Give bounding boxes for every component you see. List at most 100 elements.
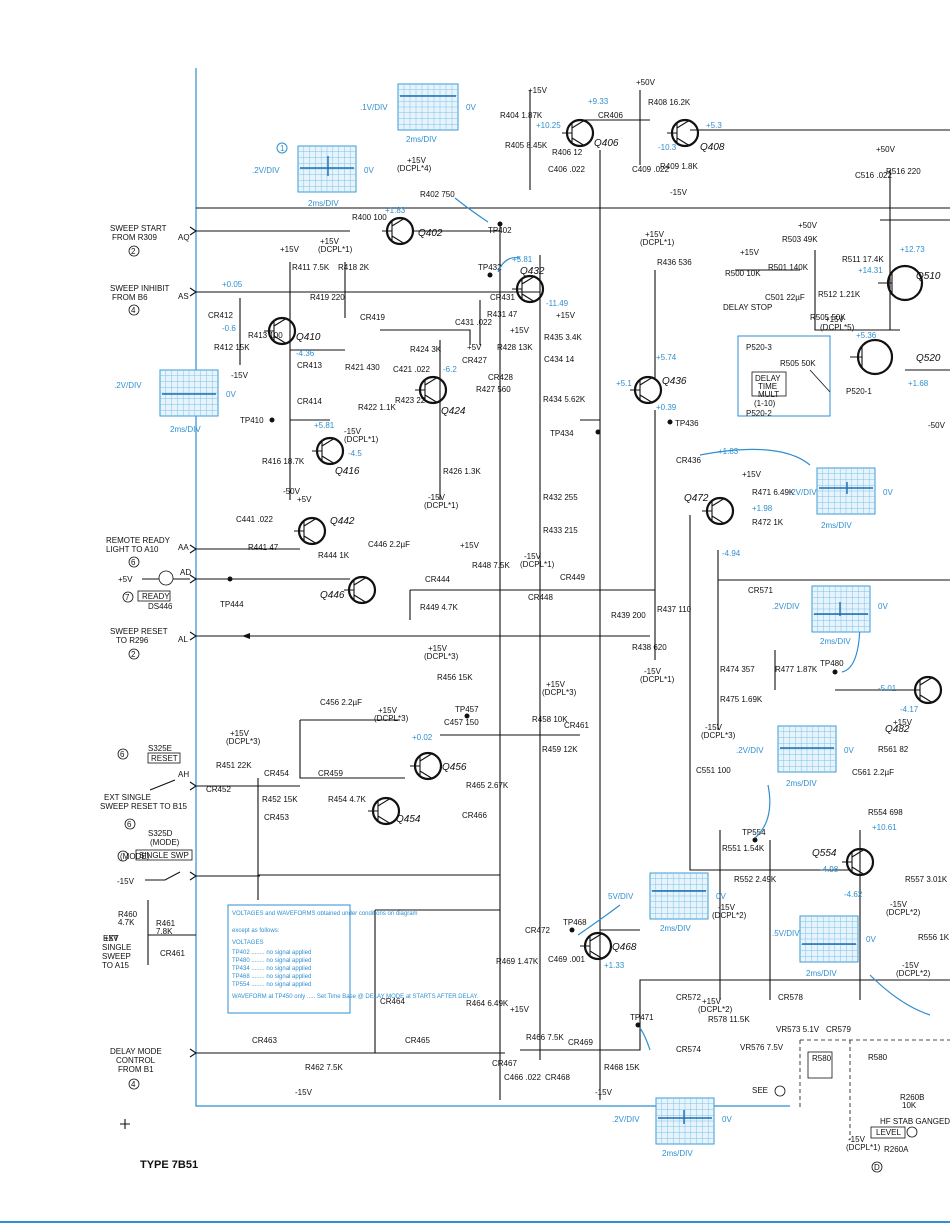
transistor-q406: Q406 [562,118,619,149]
svg-text:CR419: CR419 [360,313,385,322]
svg-text:VOLTAGES: VOLTAGES [232,940,263,946]
svg-text:R469 1.47K: R469 1.47K [496,957,539,966]
svg-text:R405 8.45K: R405 8.45K [505,141,548,150]
svg-text:TP457: TP457 [455,705,479,714]
svg-text:Q446: Q446 [320,590,345,601]
svg-text:0V: 0V [722,1115,732,1124]
svg-text:-15V: -15V [295,1088,313,1097]
input-sweep-start: SWEEP START FROM R309 AQ 2 [110,224,350,257]
svg-text:C457 150: C457 150 [444,718,479,727]
svg-text:Q432: Q432 [520,266,545,277]
svg-text:R578 11.5K: R578 11.5K [708,1015,750,1024]
svg-text:C406 .022: C406 .022 [548,165,585,174]
svg-text:(DCPL*1): (DCPL*1) [846,1143,881,1152]
svg-text:TP471: TP471 [630,1013,654,1022]
svg-text:.5V/DIV: .5V/DIV [772,929,800,938]
transistor-q436: Q436 [630,375,687,405]
svg-text:Q520: Q520 [916,353,941,364]
svg-text:.2V/DIV: .2V/DIV [789,488,817,497]
svg-text:-10.3: -10.3 [658,143,677,152]
svg-text:+5.1: +5.1 [616,379,632,388]
svg-text:6: 6 [127,820,132,829]
svg-text:CR461: CR461 [160,949,185,958]
svg-text:S325E: S325E [148,744,172,753]
svg-text:+14.31: +14.31 [858,266,883,275]
svg-text:Q456: Q456 [442,762,467,773]
svg-text:5V/DIV: 5V/DIV [608,892,634,901]
svg-text:(DCPL*2): (DCPL*2) [896,969,931,978]
svg-text:CR459: CR459 [318,769,343,778]
svg-text:(DCPL*1): (DCPL*1) [640,238,675,247]
svg-text:RESET: RESET [151,754,178,763]
svg-text:R437 110: R437 110 [657,605,692,614]
svg-text:+15V: +15V [645,230,665,239]
svg-text:4: 4 [131,306,136,315]
svg-text:+5V: +5V [104,934,119,943]
scope-panel-9: .2V/DIV 0V 2ms/DIV [612,1097,732,1158]
svg-text:R456 15K: R456 15K [437,673,473,682]
transistor-q416: Q416 [312,436,360,477]
svg-text:-15V: -15V [644,667,662,676]
svg-text:MULT: MULT [758,390,779,399]
svg-text:R260B: R260B [900,1093,924,1102]
svg-text:7.8K: 7.8K [156,927,173,936]
svg-text:2ms/DIV: 2ms/DIV [406,135,437,144]
svg-text:R452 15K: R452 15K [262,795,298,804]
svg-text:R400 100: R400 100 [352,213,387,222]
svg-text:-15V: -15V [705,723,723,732]
svg-text:C469 .001: C469 .001 [548,955,585,964]
svg-text:R580: R580 [812,1054,832,1063]
svg-text:TYPE 7B51: TYPE 7B51 [140,1159,198,1171]
test-points: TP402 TP410 TP432 TP434 TP436 TP444 TP45… [220,221,844,1028]
svg-text:+0.05: +0.05 [222,280,243,289]
transistor-q510: Q510 [878,264,941,302]
svg-text:(DCPL*3): (DCPL*3) [542,688,577,697]
svg-text:+15V: +15V [320,237,340,246]
svg-text:6: 6 [120,750,125,759]
svg-text:C456 2.2µF: C456 2.2µF [320,698,362,707]
svg-text:R460: R460 [118,910,138,919]
hf-stab-level: R580 SEE R260B 10K HF STAB GANGED WITH L… [752,1039,950,1173]
svg-text:+50V: +50V [798,221,818,230]
svg-text:CR452: CR452 [206,785,231,794]
svg-text:CR444: CR444 [425,575,450,584]
svg-text:-4.94: -4.94 [722,549,741,558]
svg-text:2: 2 [131,247,136,256]
svg-text:CR436: CR436 [676,456,701,465]
svg-text:R472 1K: R472 1K [752,518,784,527]
svg-text:TP410: TP410 [240,416,264,425]
svg-text:Q468: Q468 [612,942,637,953]
svg-text:-15V: -15V [670,188,688,197]
svg-text:R500 10K: R500 10K [725,269,761,278]
svg-text:+15V: +15V [825,315,845,324]
voltage-readings: +9.33 +10.25 +5.3 -10.3 +1.83 +5.81 -11.… [222,97,929,970]
svg-text:2ms/DIV: 2ms/DIV [308,199,339,208]
svg-text:+1.98: +1.98 [752,504,773,513]
svg-text:+10.61: +10.61 [872,823,897,832]
svg-text:R412 15K: R412 15K [214,343,250,352]
svg-text:FROM B6: FROM B6 [112,293,148,302]
svg-text:0V: 0V [883,488,893,497]
svg-text:R477 1.87K: R477 1.87K [775,665,818,674]
svg-text:DELAY STOP: DELAY STOP [723,303,772,312]
svg-text:R428 13K: R428 13K [497,343,533,352]
svg-text:(DCPL*3): (DCPL*3) [374,714,409,723]
svg-text:+10.25: +10.25 [536,121,561,130]
svg-text:+5.36: +5.36 [856,331,877,340]
svg-text:AQ: AQ [178,233,190,242]
svg-text:+5V: +5V [118,575,133,584]
svg-text:TP432: TP432 [478,263,502,272]
svg-text:+15V: +15V [378,706,398,715]
svg-text:R462 7.5K: R462 7.5K [305,1063,343,1072]
svg-text:C441 .022: C441 .022 [236,515,273,524]
svg-text:+15V: +15V [528,86,548,95]
svg-text:0V: 0V [878,602,888,611]
svg-text:+5V: +5V [297,495,312,504]
svg-text:R423 22: R423 22 [395,396,426,405]
svg-text:-15V: -15V [890,900,908,909]
svg-text:TP402 ........ no signal appli: TP402 ........ no signal applied [232,950,311,956]
svg-text:CR406: CR406 [598,111,623,120]
svg-text:0V: 0V [866,935,876,944]
